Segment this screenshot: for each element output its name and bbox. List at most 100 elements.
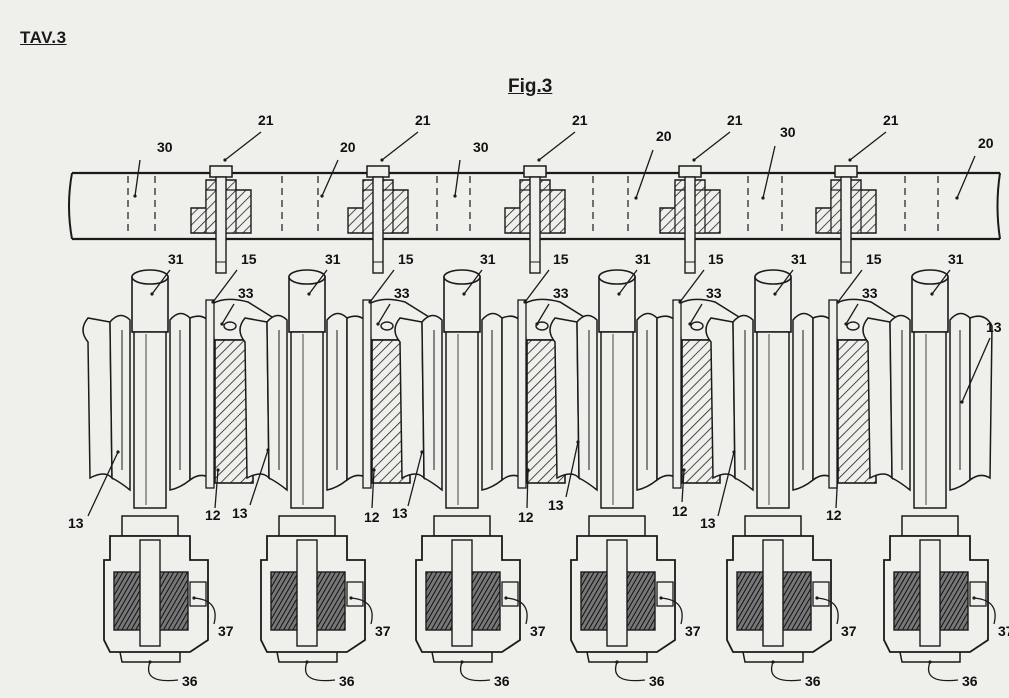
- motor-rotor: [606, 539, 628, 647]
- callout-label-blade: 13: [232, 505, 248, 521]
- callout-frame_section: 20: [634, 128, 672, 200]
- leader-line: [849, 131, 887, 161]
- motor: [883, 515, 989, 663]
- callout-terminal: 37: [815, 596, 857, 639]
- callout-plate: 15: [836, 251, 882, 304]
- leader-line: [151, 269, 171, 295]
- leader-line: [538, 131, 576, 161]
- callout-label-frame_bay: 30: [780, 124, 796, 140]
- leader-tip: [615, 660, 619, 664]
- callout-plate: 15: [368, 251, 414, 304]
- callout-label-frame_section: 20: [978, 135, 994, 151]
- block-side: [672, 299, 682, 489]
- callout-label-plate: 15: [241, 251, 257, 267]
- bolt-shank: [840, 176, 852, 274]
- callout-frame_bay: 30: [453, 139, 489, 198]
- callout-frame_bay: 30: [133, 139, 173, 198]
- plate-hole: [535, 321, 549, 331]
- bolt-shank: [215, 176, 227, 274]
- bolt: [659, 165, 721, 274]
- callout-label-frame_section: 20: [340, 139, 356, 155]
- leader-line: [505, 597, 528, 625]
- leader-tip: [462, 292, 466, 296]
- leader-tip: [576, 440, 580, 444]
- blade-edge-line: [121, 330, 181, 470]
- shaft-cap: [911, 269, 949, 285]
- blade-panel: [705, 317, 736, 481]
- blade-panel: [239, 317, 270, 481]
- leader-line: [308, 269, 328, 295]
- leader-line: [679, 269, 705, 303]
- shaft-top: [288, 276, 326, 333]
- leader-tip: [537, 158, 541, 162]
- leader-line: [212, 269, 238, 303]
- leader-tip: [678, 300, 682, 304]
- callout-label-terminal: 37: [685, 623, 701, 639]
- motor-flange: [744, 515, 802, 537]
- shaft-top: [911, 276, 949, 333]
- callout-block: 12: [518, 468, 534, 525]
- callout-label-block: 12: [364, 509, 380, 525]
- callout-label-hole: 33: [862, 285, 878, 301]
- leader-line: [973, 597, 996, 625]
- leader-tip: [305, 660, 309, 664]
- motor-flange: [901, 515, 959, 537]
- callout-blade: 13: [700, 450, 736, 531]
- callout-label-block: 12: [205, 507, 221, 523]
- leader-tip: [376, 322, 380, 326]
- blade-panel: [394, 317, 425, 481]
- callout-label-blade: 13: [68, 515, 84, 531]
- bolt-head: [209, 165, 233, 178]
- leader-line: [961, 337, 991, 403]
- motor-flange: [433, 515, 491, 537]
- leader-line: [193, 597, 216, 625]
- callout-label-hole: 33: [238, 285, 254, 301]
- callout-block: 12: [364, 468, 380, 525]
- leader-line: [305, 661, 336, 682]
- callout-label-plate: 15: [866, 251, 882, 267]
- leader-tip: [526, 468, 530, 472]
- leader-tip: [453, 194, 457, 198]
- callout-shaft: 31: [930, 251, 964, 296]
- impeller-blades: [862, 312, 993, 492]
- callout-label-hole: 33: [553, 285, 569, 301]
- leader-line: [931, 269, 951, 295]
- blade-panel: [889, 314, 911, 492]
- callout-label-blade: 13: [986, 319, 1002, 335]
- callout-hole: 33: [844, 285, 878, 326]
- callout-frame_bay: 30: [761, 124, 796, 200]
- callout-label-frame_bay: 30: [473, 139, 489, 155]
- pump-unit-group: [82, 269, 993, 663]
- leader-tip: [771, 660, 775, 664]
- terminal-box: [189, 581, 207, 607]
- callout-frame_section: 20: [320, 139, 356, 198]
- leader-tip: [836, 468, 840, 472]
- callout-label-frame_section: 20: [656, 128, 672, 144]
- leader-tip: [682, 468, 686, 472]
- motor: [570, 515, 676, 663]
- callout-plate: 15: [523, 251, 569, 304]
- leader-line: [774, 269, 794, 295]
- callout-hole: 33: [376, 285, 410, 326]
- leader-line: [369, 269, 395, 303]
- leader-tip: [535, 322, 539, 326]
- motor: [103, 515, 209, 663]
- leader-line: [762, 145, 776, 199]
- impeller-blades: [394, 312, 525, 492]
- leader-tip: [216, 468, 220, 472]
- callout-hole: 33: [220, 285, 254, 326]
- leader-line: [407, 451, 423, 507]
- blade-panel: [82, 317, 113, 481]
- leader-tip: [955, 196, 959, 200]
- callout-blade: 13: [960, 319, 1002, 404]
- leader-tip: [307, 292, 311, 296]
- callout-hole: 33: [535, 285, 569, 326]
- leader-line: [837, 269, 863, 303]
- block-side: [517, 299, 527, 489]
- leader-tip: [320, 194, 324, 198]
- leader-line: [526, 469, 529, 509]
- callout-label-hole: 33: [706, 285, 722, 301]
- callout-motor: 36: [460, 660, 510, 689]
- callout-label-terminal: 37: [530, 623, 546, 639]
